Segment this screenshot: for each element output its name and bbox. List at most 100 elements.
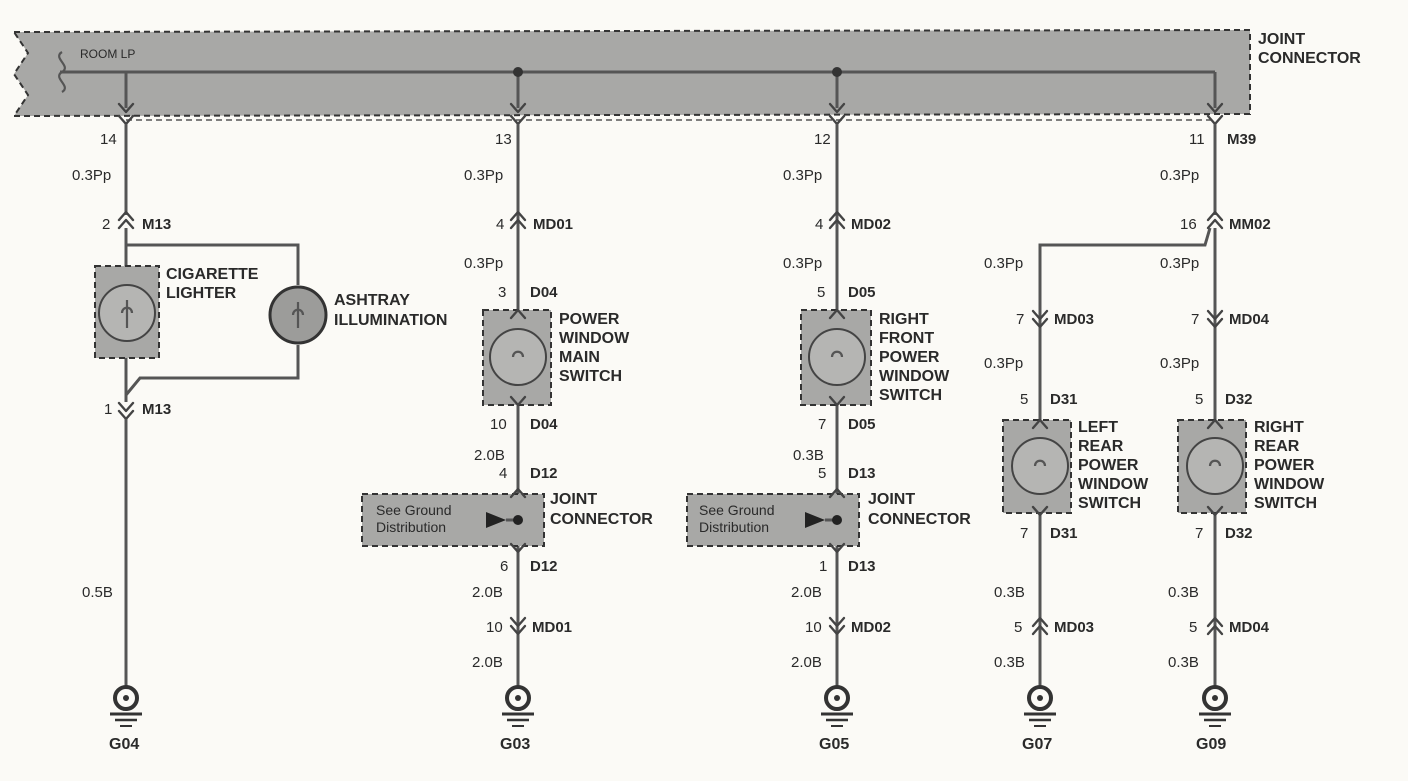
- connector-name: D04: [530, 284, 558, 301]
- branch-cigarette-lighter: 14 0.3Pp 2 M13 CIGARETTE LIGHTER ASHTRAY…: [72, 114, 447, 753]
- connector-pin: 7: [1195, 525, 1203, 542]
- ground-label: G05: [819, 736, 849, 753]
- rf-switch-symbol: [808, 328, 866, 386]
- joint-connector-line1: JOINT: [868, 491, 915, 508]
- pin-label: 11: [1189, 131, 1205, 148]
- switch-label-line1: RIGHT: [1254, 419, 1304, 436]
- connector-pin: 10: [805, 619, 822, 636]
- wire-spec: 0.3Pp: [783, 255, 822, 272]
- connector-name: MD01: [533, 216, 573, 233]
- connector-pin: 7: [1020, 525, 1028, 542]
- switch-contact-icon: [511, 350, 525, 358]
- joint-arrow-icon: [486, 512, 506, 528]
- wire-spec: 0.3Pp: [984, 355, 1023, 372]
- pin-label: 14: [100, 131, 117, 148]
- wire-spec: 0.3Pp: [783, 167, 822, 184]
- switch-bottom-chevron: [828, 395, 846, 407]
- bus-arrow-11: [1206, 102, 1224, 114]
- connector-name: D12: [530, 465, 558, 482]
- joint-arrow-icon: [805, 512, 825, 528]
- connector-pin: 5: [1195, 391, 1203, 408]
- lighter-label-line2: LIGHTER: [166, 285, 237, 302]
- ground-symbol: [1199, 685, 1231, 727]
- wire-spec: 2.0B: [791, 584, 822, 601]
- joint-bottom-chevron: [828, 542, 846, 554]
- joint-connector-line1: JOINT: [550, 491, 597, 508]
- switch-label-line4: WINDOW: [1078, 476, 1149, 493]
- connector-name: D31: [1050, 391, 1078, 408]
- wire-spec: 0.3Pp: [984, 255, 1023, 272]
- connector-pin: 1: [104, 401, 112, 418]
- connector-pin: 1: [819, 558, 827, 575]
- wire-spec: 0.3Pp: [464, 167, 503, 184]
- wire-spec: 0.5B: [82, 584, 113, 601]
- ground-label: G03: [500, 736, 530, 753]
- connector-pin: 16: [1180, 216, 1197, 233]
- lr-switch-symbol: [1011, 437, 1069, 495]
- switch-label-line5: SWITCH: [1078, 495, 1141, 512]
- connector-pin: 5: [1014, 619, 1022, 636]
- connector-name: M13: [142, 401, 171, 418]
- wire-spec: 0.3Pp: [464, 255, 503, 272]
- connector-chevron: [509, 616, 527, 636]
- connector-chevron: [509, 210, 527, 230]
- switch-contact-icon: [830, 350, 844, 358]
- switch-label-line1: POWER: [559, 311, 620, 328]
- connector-pin: 5: [818, 465, 826, 482]
- wire-spec: 0.3Pp: [1160, 167, 1199, 184]
- switch-label-line3: POWER: [1254, 457, 1315, 474]
- connector-name: D04: [530, 416, 558, 433]
- connector-chevron: [1206, 616, 1224, 636]
- wire-spec: 0.3B: [994, 654, 1025, 671]
- joint-connector-line2: CONNECTOR: [868, 511, 971, 528]
- bus-arrow-14: [117, 102, 135, 114]
- switch-label-line4: WINDOW: [1254, 476, 1325, 493]
- connector-name: MD02: [851, 216, 891, 233]
- ground-label: G07: [1022, 736, 1052, 753]
- switch-top-chevron: [828, 308, 846, 320]
- bus-arrow-13: [509, 102, 527, 114]
- switch-label-line2: WINDOW: [559, 330, 630, 347]
- connector-pin: 10: [486, 619, 503, 636]
- switch-contact-icon: [1208, 459, 1222, 467]
- connector-pin: 2: [102, 216, 110, 233]
- connector-pin: 4: [499, 465, 507, 482]
- connector-name: D13: [848, 465, 876, 482]
- ground-symbol: [821, 685, 853, 727]
- wire-spec: 2.0B: [791, 654, 822, 671]
- switch-label-line3: MAIN: [559, 349, 600, 366]
- wire-spec: 0.3Pp: [72, 167, 111, 184]
- wire-spec: 2.0B: [474, 447, 505, 464]
- fuse-symbol: [58, 51, 66, 93]
- connector-name-top: M39: [1227, 131, 1256, 148]
- fuse-text: ROOM LP: [80, 47, 135, 61]
- connector-chevron: [1206, 210, 1224, 230]
- connector-chevron: [1206, 309, 1224, 329]
- connector-chevron: [117, 210, 135, 230]
- connector-pin: 4: [496, 216, 504, 233]
- connector-chevron: [828, 616, 846, 636]
- pin-label: 12: [814, 131, 831, 148]
- switch-bottom-chevron: [509, 395, 527, 407]
- switch-label-line2: REAR: [1078, 438, 1124, 455]
- switch-top-chevron: [509, 308, 527, 320]
- bus-drop-wires: [124, 72, 1217, 108]
- see-ground-line1: See Ground: [699, 502, 775, 518]
- connector-pin: 5: [1020, 391, 1028, 408]
- connector-chevron: [1031, 309, 1049, 329]
- connector-pin: 5: [817, 284, 825, 301]
- switch-contact-icon: [1033, 459, 1047, 467]
- connector-pin: 7: [1191, 311, 1199, 328]
- wire-spec: 0.3B: [994, 584, 1025, 601]
- wire-spec: 0.3Pp: [1160, 355, 1199, 372]
- connector-name: D12: [530, 558, 558, 575]
- connector-name: MD03: [1054, 311, 1094, 328]
- lighter-filament-icon: [120, 300, 134, 328]
- ground-symbol: [1024, 685, 1056, 727]
- wire-spec: 2.0B: [472, 654, 503, 671]
- see-ground-line1: See Ground: [376, 502, 452, 518]
- switch-label-line4: SWITCH: [559, 368, 622, 385]
- joint-splice-dot: [832, 515, 842, 525]
- wire-spec: 2.0B: [472, 584, 503, 601]
- joint-top-chevron: [509, 487, 527, 499]
